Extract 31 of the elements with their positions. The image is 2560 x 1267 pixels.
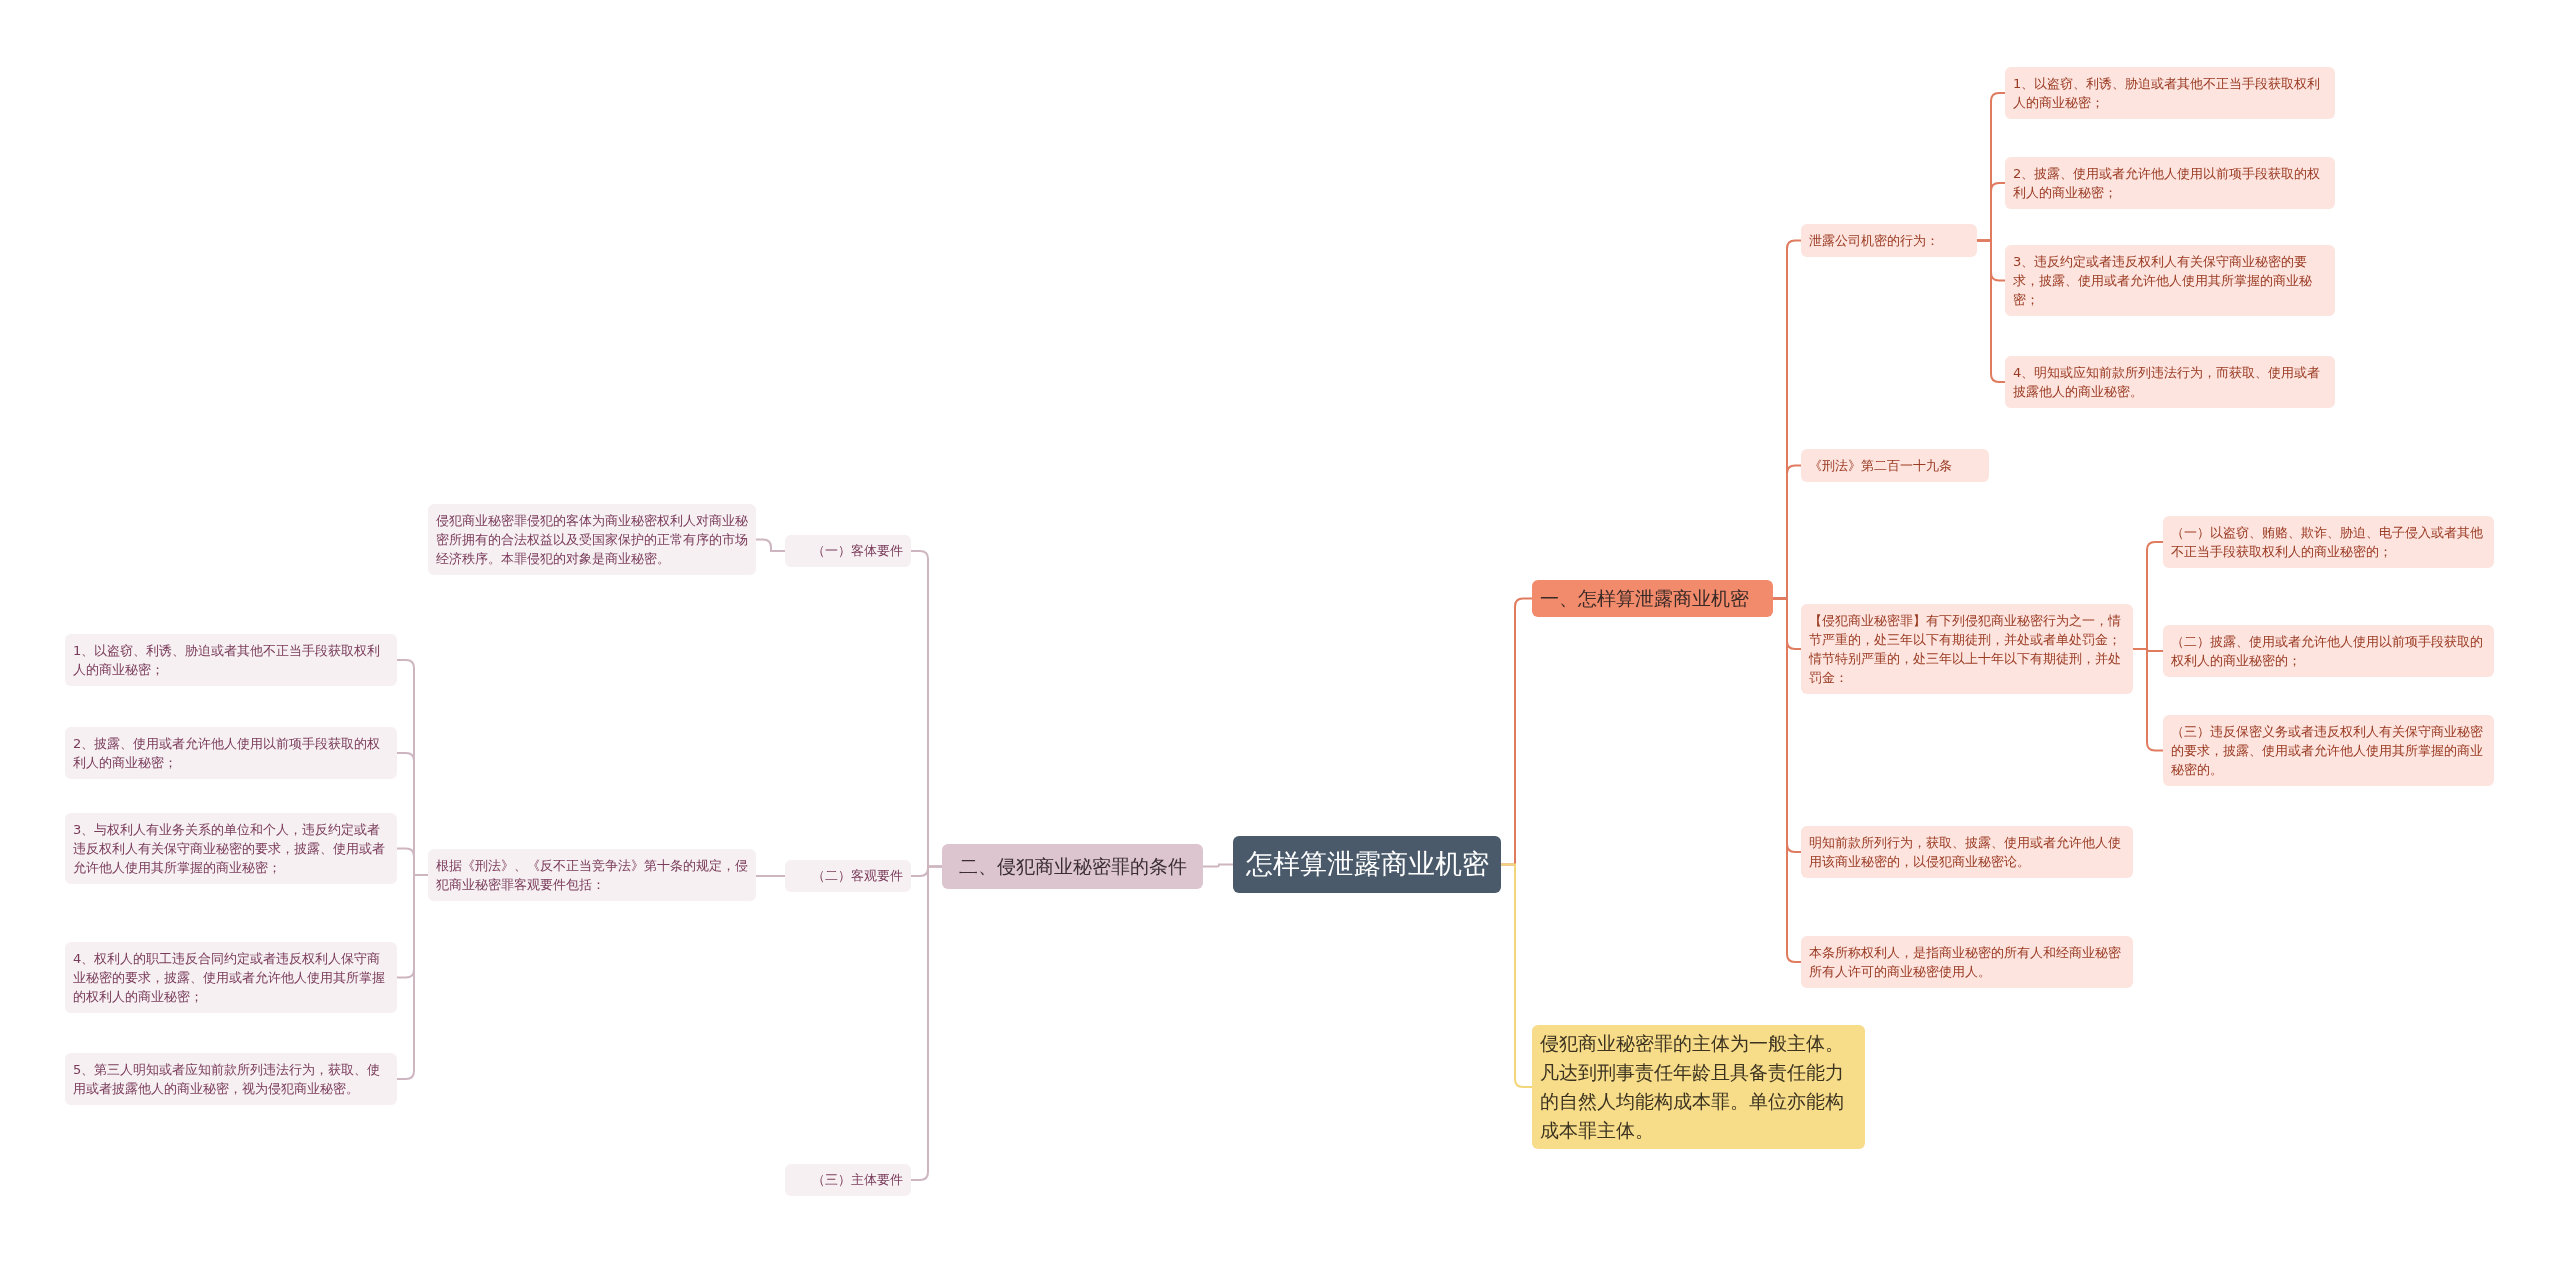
- subtopic: 侵犯商业秘密罪侵犯的客体为商业秘密权利人对商业秘密所拥有的合法权益以及受国家保护的正常有序的市场经济秩序。本罪侵犯的对象是商业秘密。: [428, 504, 756, 575]
- connector: [910, 865, 943, 1181]
- branch-topic: 一、怎样算泄露商业机密: [1532, 580, 1773, 617]
- subtopic: 1、以盗窃、利诱、胁迫或者其他不正当手段获取权利人的商业秘密；: [65, 634, 397, 686]
- subtopic: （三）违反保密义务或者违反权利人有关保守商业秘密的要求，披露、使用或者允许他人使用其所掌握的商业秘密的。: [2163, 715, 2494, 786]
- subtopic: （二）披露、使用或者允许他人使用以前项手段获取的权利人的商业秘密的；: [2163, 625, 2494, 677]
- subtopic: 2、披露、使用或者允许他人使用以前项手段获取的权利人的商业秘密；: [2005, 157, 2335, 209]
- subtopic: （三）主体要件: [785, 1164, 911, 1196]
- subtopic: 4、权利人的职工违反合同约定或者违反权利人保守商业秘密的要求，披露、使用或者允许他人使用其所掌握的权利人的商业秘密；: [65, 942, 397, 1013]
- branch-topic: 二、侵犯商业秘密罪的条件: [942, 844, 1203, 889]
- subtopic: （一）客体要件: [785, 535, 911, 567]
- subtopic: 5、第三人明知或者应知前款所列违法行为，获取、使用或者披露他人的商业秘密，视为侵犯商业秘密。: [65, 1053, 397, 1105]
- connector: [755, 538, 786, 552]
- subtopic: （二）客观要件: [785, 860, 911, 892]
- subtopic: 《刑法》第二百一十九条: [1801, 449, 1989, 482]
- subtopic: 本条所称权利人，是指商业秘密的所有人和经商业秘密所有人许可的商业秘密使用人。: [1801, 936, 2133, 988]
- subtopic: 3、与权利人有业务关系的单位和个人，违反约定或者违反权利人有关保守商业秘密的要求，披露、使用或者允许他人使用其所掌握的商业秘密；: [65, 813, 397, 884]
- subtopic: 4、明知或应知前款所列违法行为，而获取、使用或者披露他人的商业秘密。: [2005, 356, 2335, 408]
- connector: [1500, 863, 1533, 1088]
- subtopic: 根据《刑法》、《反不正当竞争法》第十条的规定，侵犯商业秘密罪客观要件包括：: [428, 849, 756, 901]
- subtopic: （一）以盗窃、贿赂、欺诈、胁迫、电子侵入或者其他不正当手段获取权利人的商业秘密的；: [2163, 516, 2494, 568]
- subtopic: 【侵犯商业秘密罪】有下列侵犯商业秘密行为之一，情节严重的，处三年以下有期徒刑，并处或者单处罚金；情节特别严重的，处三年以上十年以下有期徒刑，并处罚金：: [1801, 604, 2133, 694]
- subtopic: 2、披露、使用或者允许他人使用以前项手段获取的权利人的商业秘密；: [65, 727, 397, 779]
- subtopic: 泄露公司机密的行为：: [1801, 224, 1977, 257]
- subtopic: 明知前款所列行为，获取、披露、使用或者允许他人使用该商业秘密的，以侵犯商业秘密论。: [1801, 826, 2133, 878]
- subtopic: 1、以盗窃、利诱、胁迫或者其他不正当手段获取权利人的商业秘密；: [2005, 67, 2335, 119]
- central-topic: 怎样算泄露商业机密: [1233, 836, 1501, 893]
- branch-topic: 侵犯商业秘密罪的主体为一般主体。凡达到刑事责任年龄且具备责任能力的自然人均能构成本罪。单位亦能构成本罪主体。: [1532, 1025, 1865, 1149]
- subtopic: 3、违反约定或者违反权利人有关保守商业秘密的要求，披露、使用或者允许他人使用其所掌握的商业秘密；: [2005, 245, 2335, 316]
- connector: [1202, 863, 1234, 868]
- connector: [755, 875, 786, 877]
